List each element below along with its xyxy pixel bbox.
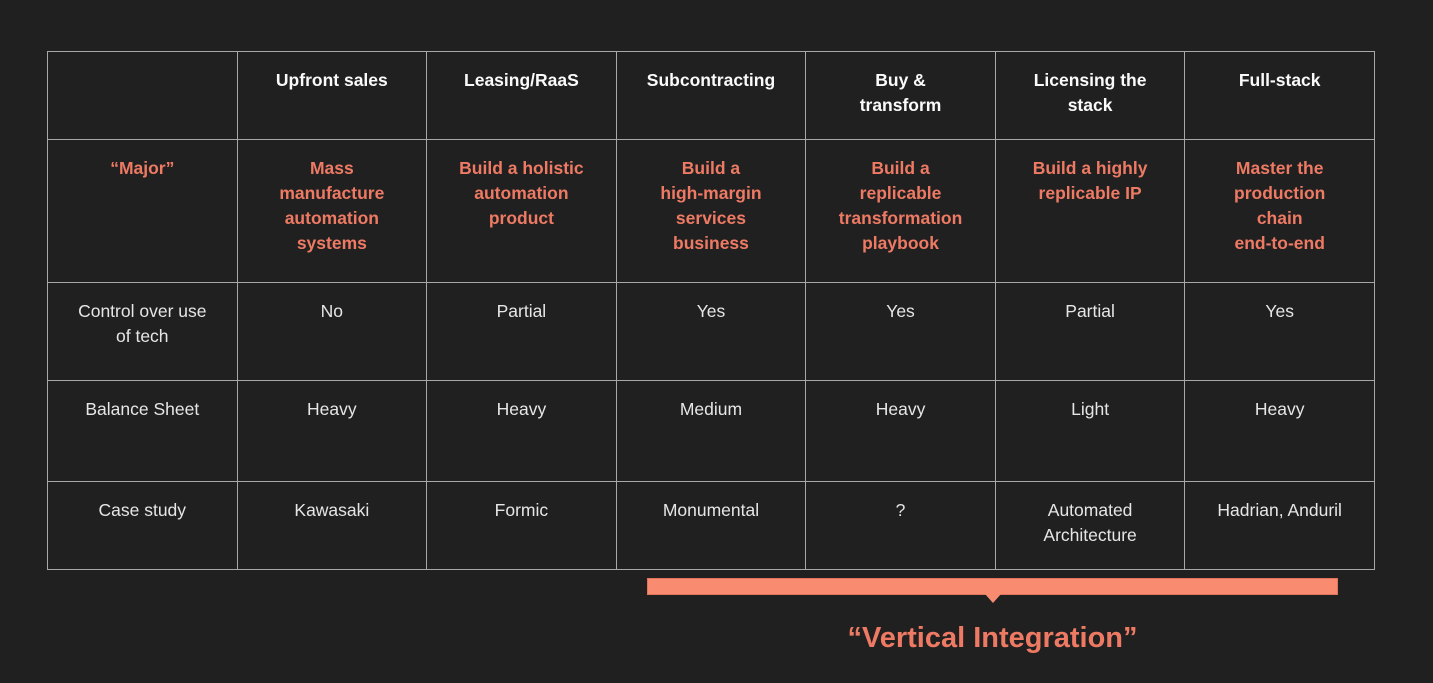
table-cell: Partial [426, 282, 617, 381]
header-cell-empty [47, 51, 238, 140]
table-cell: Partial [994, 282, 1186, 381]
table-cell: ? [805, 481, 996, 570]
table-cell: Automated Architecture [994, 481, 1186, 570]
header-cell-leasing-raas: Leasing/RaaS [426, 51, 617, 140]
table-cell: Light [994, 380, 1186, 482]
table-cell: Heavy [805, 380, 996, 482]
comparison-table: Upfront sales Leasing/RaaS Subcontractin… [47, 51, 1375, 570]
table-cell: Heavy [426, 380, 617, 482]
business-model-matrix: Upfront sales Leasing/RaaS Subcontractin… [47, 51, 1375, 570]
row-label-balance-sheet: Balance Sheet [47, 380, 238, 482]
table-cell: Monumental [615, 481, 807, 570]
header-cell-licensing-stack: Licensing the stack [994, 51, 1186, 140]
table-cell: Build a highly replicable IP [994, 139, 1186, 283]
table-cell: No [236, 282, 428, 381]
table-cell: Build a holistic automation product [426, 139, 617, 283]
table-cell: Yes [615, 282, 807, 381]
header-cell-upfront-sales: Upfront sales [236, 51, 428, 140]
row-label-control-over-tech: Control over use of tech [47, 282, 238, 381]
table-cell: Heavy [1184, 380, 1375, 482]
table-cell: Build a high-margin services business [615, 139, 807, 283]
header-cell-subcontracting: Subcontracting [615, 51, 807, 140]
table-cell: Hadrian, Anduril [1184, 481, 1375, 570]
table-cell: Formic [426, 481, 617, 570]
table-cell: Yes [805, 282, 996, 381]
table-cell: Mass manufacture automation systems [236, 139, 428, 283]
table-row-balance-sheet: Balance Sheet Heavy Heavy Medium Heavy L… [47, 380, 1375, 482]
header-cell-full-stack: Full-stack [1184, 51, 1375, 140]
vertical-integration-highlight-bar [647, 578, 1338, 603]
vertical-integration-label: “Vertical Integration” [847, 622, 1138, 654]
row-label-major: “Major” [47, 139, 238, 283]
table-cell: Yes [1184, 282, 1375, 381]
table-header-row: Upfront sales Leasing/RaaS Subcontractin… [47, 51, 1375, 140]
table-cell: Build a replicable transformation playbo… [805, 139, 996, 283]
table-row-major: “Major” Mass manufacture automation syst… [47, 139, 1375, 283]
arrow-down-icon [984, 594, 1001, 603]
table-cell: Master the production chain end-to-end [1184, 139, 1375, 283]
row-label-case-study: Case study [47, 481, 238, 570]
table-cell: Medium [615, 380, 807, 482]
table-cell: Kawasaki [236, 481, 428, 570]
table-row-case-study: Case study Kawasaki Formic Monumental ? … [47, 481, 1375, 570]
header-cell-buy-transform: Buy & transform [805, 51, 996, 140]
table-row-control-over-tech: Control over use of tech No Partial Yes … [47, 282, 1375, 381]
table-cell: Heavy [236, 380, 428, 482]
